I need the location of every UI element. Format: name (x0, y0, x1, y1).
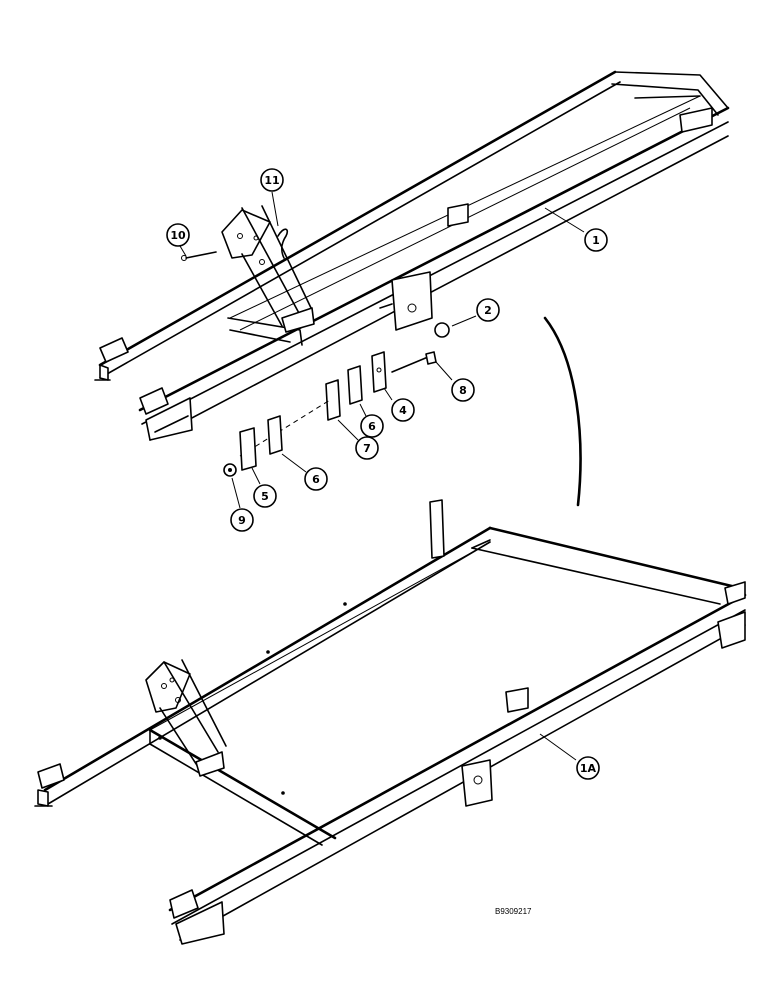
callout-labels: 1 1A 2 4 5 6 (166, 168, 608, 780)
svg-text:8: 8 (459, 384, 467, 397)
figure-code: B9309217 (495, 907, 532, 916)
callout-4: 4 (383, 387, 415, 422)
svg-text:11: 11 (264, 174, 279, 187)
svg-text:7: 7 (363, 442, 371, 455)
callout-5: 5 (251, 467, 277, 508)
callout-6-lower: 6 (281, 453, 328, 491)
svg-text:6: 6 (312, 473, 320, 486)
hardware-parts (181, 228, 582, 507)
callout-6-upper: 6 (359, 403, 384, 438)
svg-text:2: 2 (484, 304, 492, 317)
callout-2: 2 (451, 298, 500, 327)
upper-frame-assembly (94, 70, 730, 441)
svg-text:1A: 1A (580, 762, 597, 775)
callout-9: 9 (230, 477, 254, 532)
callout-11: 11 (260, 168, 284, 227)
svg-text:10: 10 (170, 229, 186, 242)
svg-text:1: 1 (592, 234, 600, 247)
callout-1: 1 (544, 207, 608, 252)
svg-text:9: 9 (238, 514, 246, 527)
svg-text:5: 5 (261, 490, 269, 503)
callout-7: 7 (337, 419, 379, 460)
svg-text:4: 4 (399, 404, 407, 417)
lower-frame-assembly (34, 499, 747, 945)
callout-1a: 1A (539, 733, 600, 780)
callout-10: 10 (166, 223, 190, 257)
svg-text:6: 6 (368, 420, 376, 433)
callout-8: 8 (435, 361, 475, 402)
